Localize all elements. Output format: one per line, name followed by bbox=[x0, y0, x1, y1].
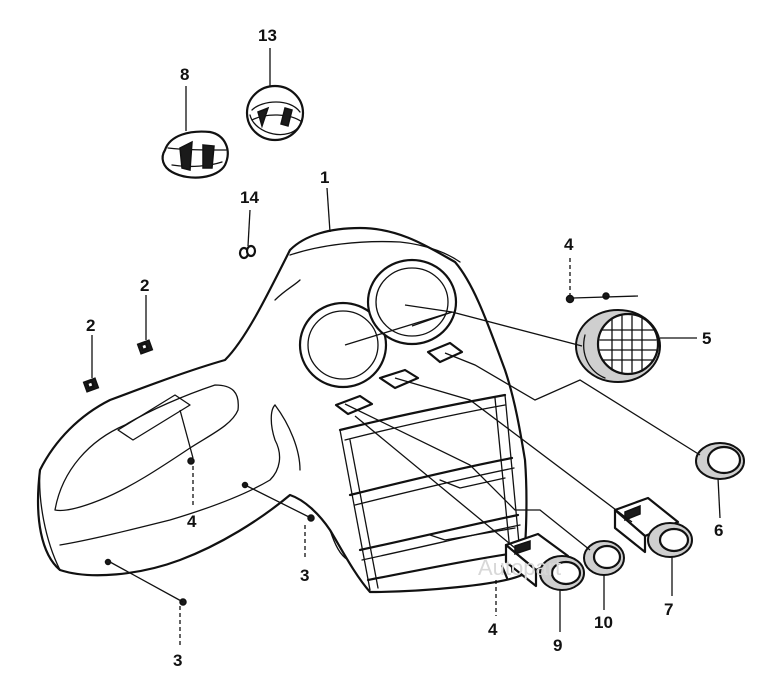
clip-14 bbox=[238, 244, 257, 260]
control-knob-13 bbox=[245, 84, 305, 142]
air-vent-5 bbox=[575, 309, 661, 383]
clip-2-upper bbox=[136, 339, 154, 355]
callout-3-right: 3 bbox=[300, 566, 309, 585]
callout-4-console: 4 bbox=[488, 620, 498, 639]
callout-1: 1 bbox=[320, 168, 329, 187]
callout-2-upper: 2 bbox=[140, 276, 149, 295]
blank-plug-6 bbox=[695, 442, 745, 480]
callout-numbers: 13 8 14 1 2 2 4 5 6 4 3 7 10 4 9 3 bbox=[86, 26, 723, 670]
callout-5: 5 bbox=[702, 329, 711, 348]
screw-4-arm bbox=[187, 457, 195, 465]
callout-9: 9 bbox=[553, 636, 562, 655]
leader-lines bbox=[91, 48, 721, 645]
callout-4-vent: 4 bbox=[564, 235, 574, 254]
switch-7 bbox=[613, 496, 693, 558]
callout-2-lower: 2 bbox=[86, 316, 95, 335]
callout-7: 7 bbox=[664, 600, 673, 619]
watermark: Autopart bbox=[478, 555, 561, 580]
blank-plug-10 bbox=[583, 540, 625, 576]
callout-8: 8 bbox=[180, 65, 189, 84]
callout-3-lower: 3 bbox=[173, 651, 182, 670]
callout-4-arm: 4 bbox=[187, 512, 197, 531]
instrument-panel-shroud bbox=[36, 226, 528, 594]
clip-2-lower bbox=[82, 377, 100, 393]
switch-9 bbox=[504, 532, 585, 591]
control-knob-8 bbox=[161, 130, 229, 179]
callout-10: 10 bbox=[594, 613, 613, 632]
screw-4-console bbox=[500, 564, 509, 580]
callout-13: 13 bbox=[258, 26, 277, 45]
callout-14: 14 bbox=[240, 188, 259, 207]
callout-6: 6 bbox=[714, 521, 723, 540]
